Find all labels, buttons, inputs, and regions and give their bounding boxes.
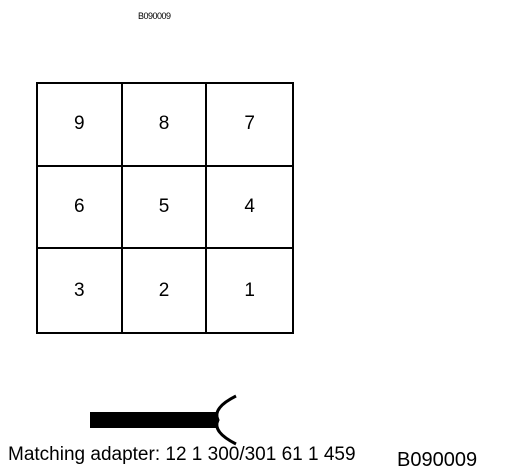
connector-hook	[215, 394, 237, 446]
cable-body	[90, 412, 218, 428]
pin-1: 1	[244, 279, 255, 301]
adapter-caption: Matching adapter: 12 1 300/301 61 1 459	[8, 444, 356, 465]
pin-5: 5	[122, 166, 208, 250]
pin-4: 4	[207, 167, 292, 250]
pin-8: 8	[122, 84, 208, 167]
pin-6: 6	[38, 166, 123, 250]
figure-code: B090009	[397, 449, 478, 471]
cable-connector-icon	[90, 394, 237, 446]
pin-9: 9	[38, 84, 123, 167]
figure-code-small: B090009	[138, 11, 171, 21]
pin-7: 7	[207, 84, 292, 167]
connector-pin-grid: 9 8 7 6 5 4 3 2 1	[36, 82, 294, 334]
pin-3: 3	[38, 249, 123, 332]
pin-2: 2	[123, 249, 208, 332]
